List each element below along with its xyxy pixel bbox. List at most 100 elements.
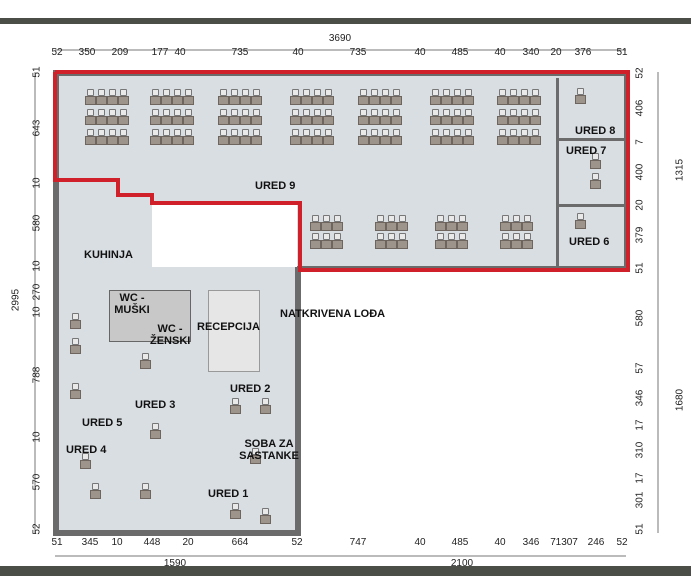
desk: [321, 240, 332, 249]
chair: [393, 89, 400, 96]
dim-left: 643: [31, 119, 43, 137]
chair: [524, 233, 531, 240]
desk: [251, 116, 262, 125]
chair: [454, 129, 461, 136]
dim-left: 270: [31, 283, 43, 301]
room-label-natkrivena-loda: NATKRIVENA LOĐA: [280, 308, 386, 320]
chair: [109, 89, 116, 96]
desk: [575, 220, 586, 229]
desk: [446, 222, 457, 231]
desk: [172, 116, 183, 125]
chair: [448, 215, 455, 222]
desk: [497, 96, 508, 105]
chair: [87, 89, 94, 96]
dim-left: 10: [31, 431, 43, 443]
chair: [524, 215, 531, 222]
desk: [380, 96, 391, 105]
chair: [432, 89, 439, 96]
chair: [377, 233, 384, 240]
desk: [457, 240, 468, 249]
chair: [312, 215, 319, 222]
desk: [332, 222, 343, 231]
desk: [230, 405, 241, 414]
chair: [152, 89, 159, 96]
desk: [312, 116, 323, 125]
chair: [388, 215, 395, 222]
desk: [80, 460, 91, 469]
chair: [592, 173, 599, 180]
bottom-frame-bar: [0, 566, 691, 576]
desk: [323, 136, 334, 145]
dim-top: 735: [231, 47, 249, 58]
desk: [218, 116, 229, 125]
chair: [252, 448, 259, 455]
desk: [508, 116, 519, 125]
chair: [448, 233, 455, 240]
desk: [161, 136, 172, 145]
desk: [508, 96, 519, 105]
chair: [185, 109, 192, 116]
desk: [107, 96, 118, 105]
desk: [118, 136, 129, 145]
chair: [120, 109, 127, 116]
desk: [386, 240, 397, 249]
desk: [172, 136, 183, 145]
chair: [231, 109, 238, 116]
dim-right: 57: [634, 362, 646, 374]
dim-left: 51: [31, 66, 43, 78]
chair: [393, 109, 400, 116]
desk: [90, 490, 101, 499]
chair: [98, 89, 105, 96]
dim-left: 52: [31, 523, 43, 535]
chair: [334, 233, 341, 240]
chair: [220, 109, 227, 116]
desk: [260, 405, 271, 414]
desk: [380, 136, 391, 145]
desk: [519, 96, 530, 105]
chair: [443, 109, 450, 116]
desk: [240, 116, 251, 125]
desk: [96, 116, 107, 125]
desk: [463, 136, 474, 145]
desk: [118, 96, 129, 105]
chair: [314, 109, 321, 116]
desk: [430, 136, 441, 145]
desk: [332, 240, 343, 249]
chair: [312, 233, 319, 240]
chair: [371, 109, 378, 116]
desk: [452, 96, 463, 105]
dim-bottom: 7: [572, 537, 578, 548]
desk: [150, 96, 161, 105]
chair: [437, 215, 444, 222]
dim-top: 340: [522, 47, 540, 58]
desk: [497, 136, 508, 145]
room-label-soba-za-sastanke: SOBA ZA SASTANKE: [239, 438, 299, 462]
dim-bottom: 485: [451, 537, 469, 548]
chair: [382, 109, 389, 116]
dim-bottom: 7: [550, 537, 556, 548]
chair: [432, 109, 439, 116]
desk: [522, 222, 533, 231]
dim-top: 177: [151, 47, 169, 58]
dim-top: 40: [292, 47, 304, 58]
desk: [301, 96, 312, 105]
chair: [532, 89, 539, 96]
chair: [513, 215, 520, 222]
desk: [310, 240, 321, 249]
chair: [253, 89, 260, 96]
chair: [303, 89, 310, 96]
dim-top: 735: [349, 47, 367, 58]
room-label-ured-8: URED 8: [575, 125, 616, 137]
desk: [519, 136, 530, 145]
desk: [463, 116, 474, 125]
desk: [369, 116, 380, 125]
desk: [358, 96, 369, 105]
desk: [397, 222, 408, 231]
chair: [323, 215, 330, 222]
chair: [388, 233, 395, 240]
dim-top: 51: [616, 47, 628, 58]
chair: [142, 353, 149, 360]
dim-right: 7: [634, 139, 646, 145]
desk: [508, 136, 519, 145]
